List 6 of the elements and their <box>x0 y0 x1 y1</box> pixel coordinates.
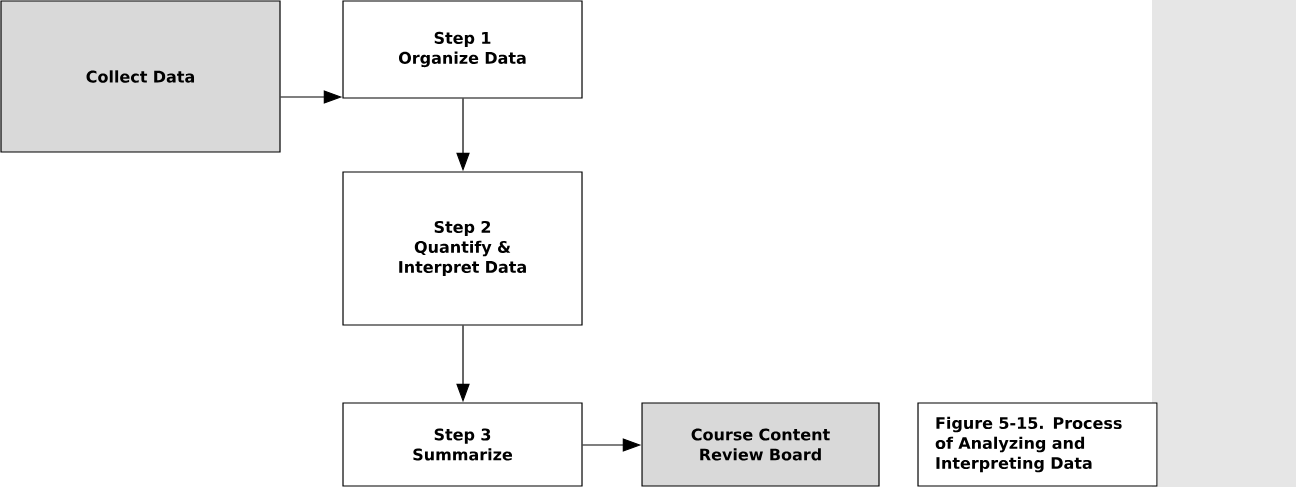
process-box: Step 2 Quantify & Interpret Data <box>342 171 583 326</box>
caption-box: Figure 5-15. Process of Analyzing and Interpreting Data <box>917 402 1158 487</box>
process-box: Step 3 Summarize <box>342 402 583 487</box>
output-box: Course Content Review Board <box>641 402 880 487</box>
process-box: Step 1 Organize Data <box>342 0 583 99</box>
input-box: Collect Data <box>0 0 281 153</box>
